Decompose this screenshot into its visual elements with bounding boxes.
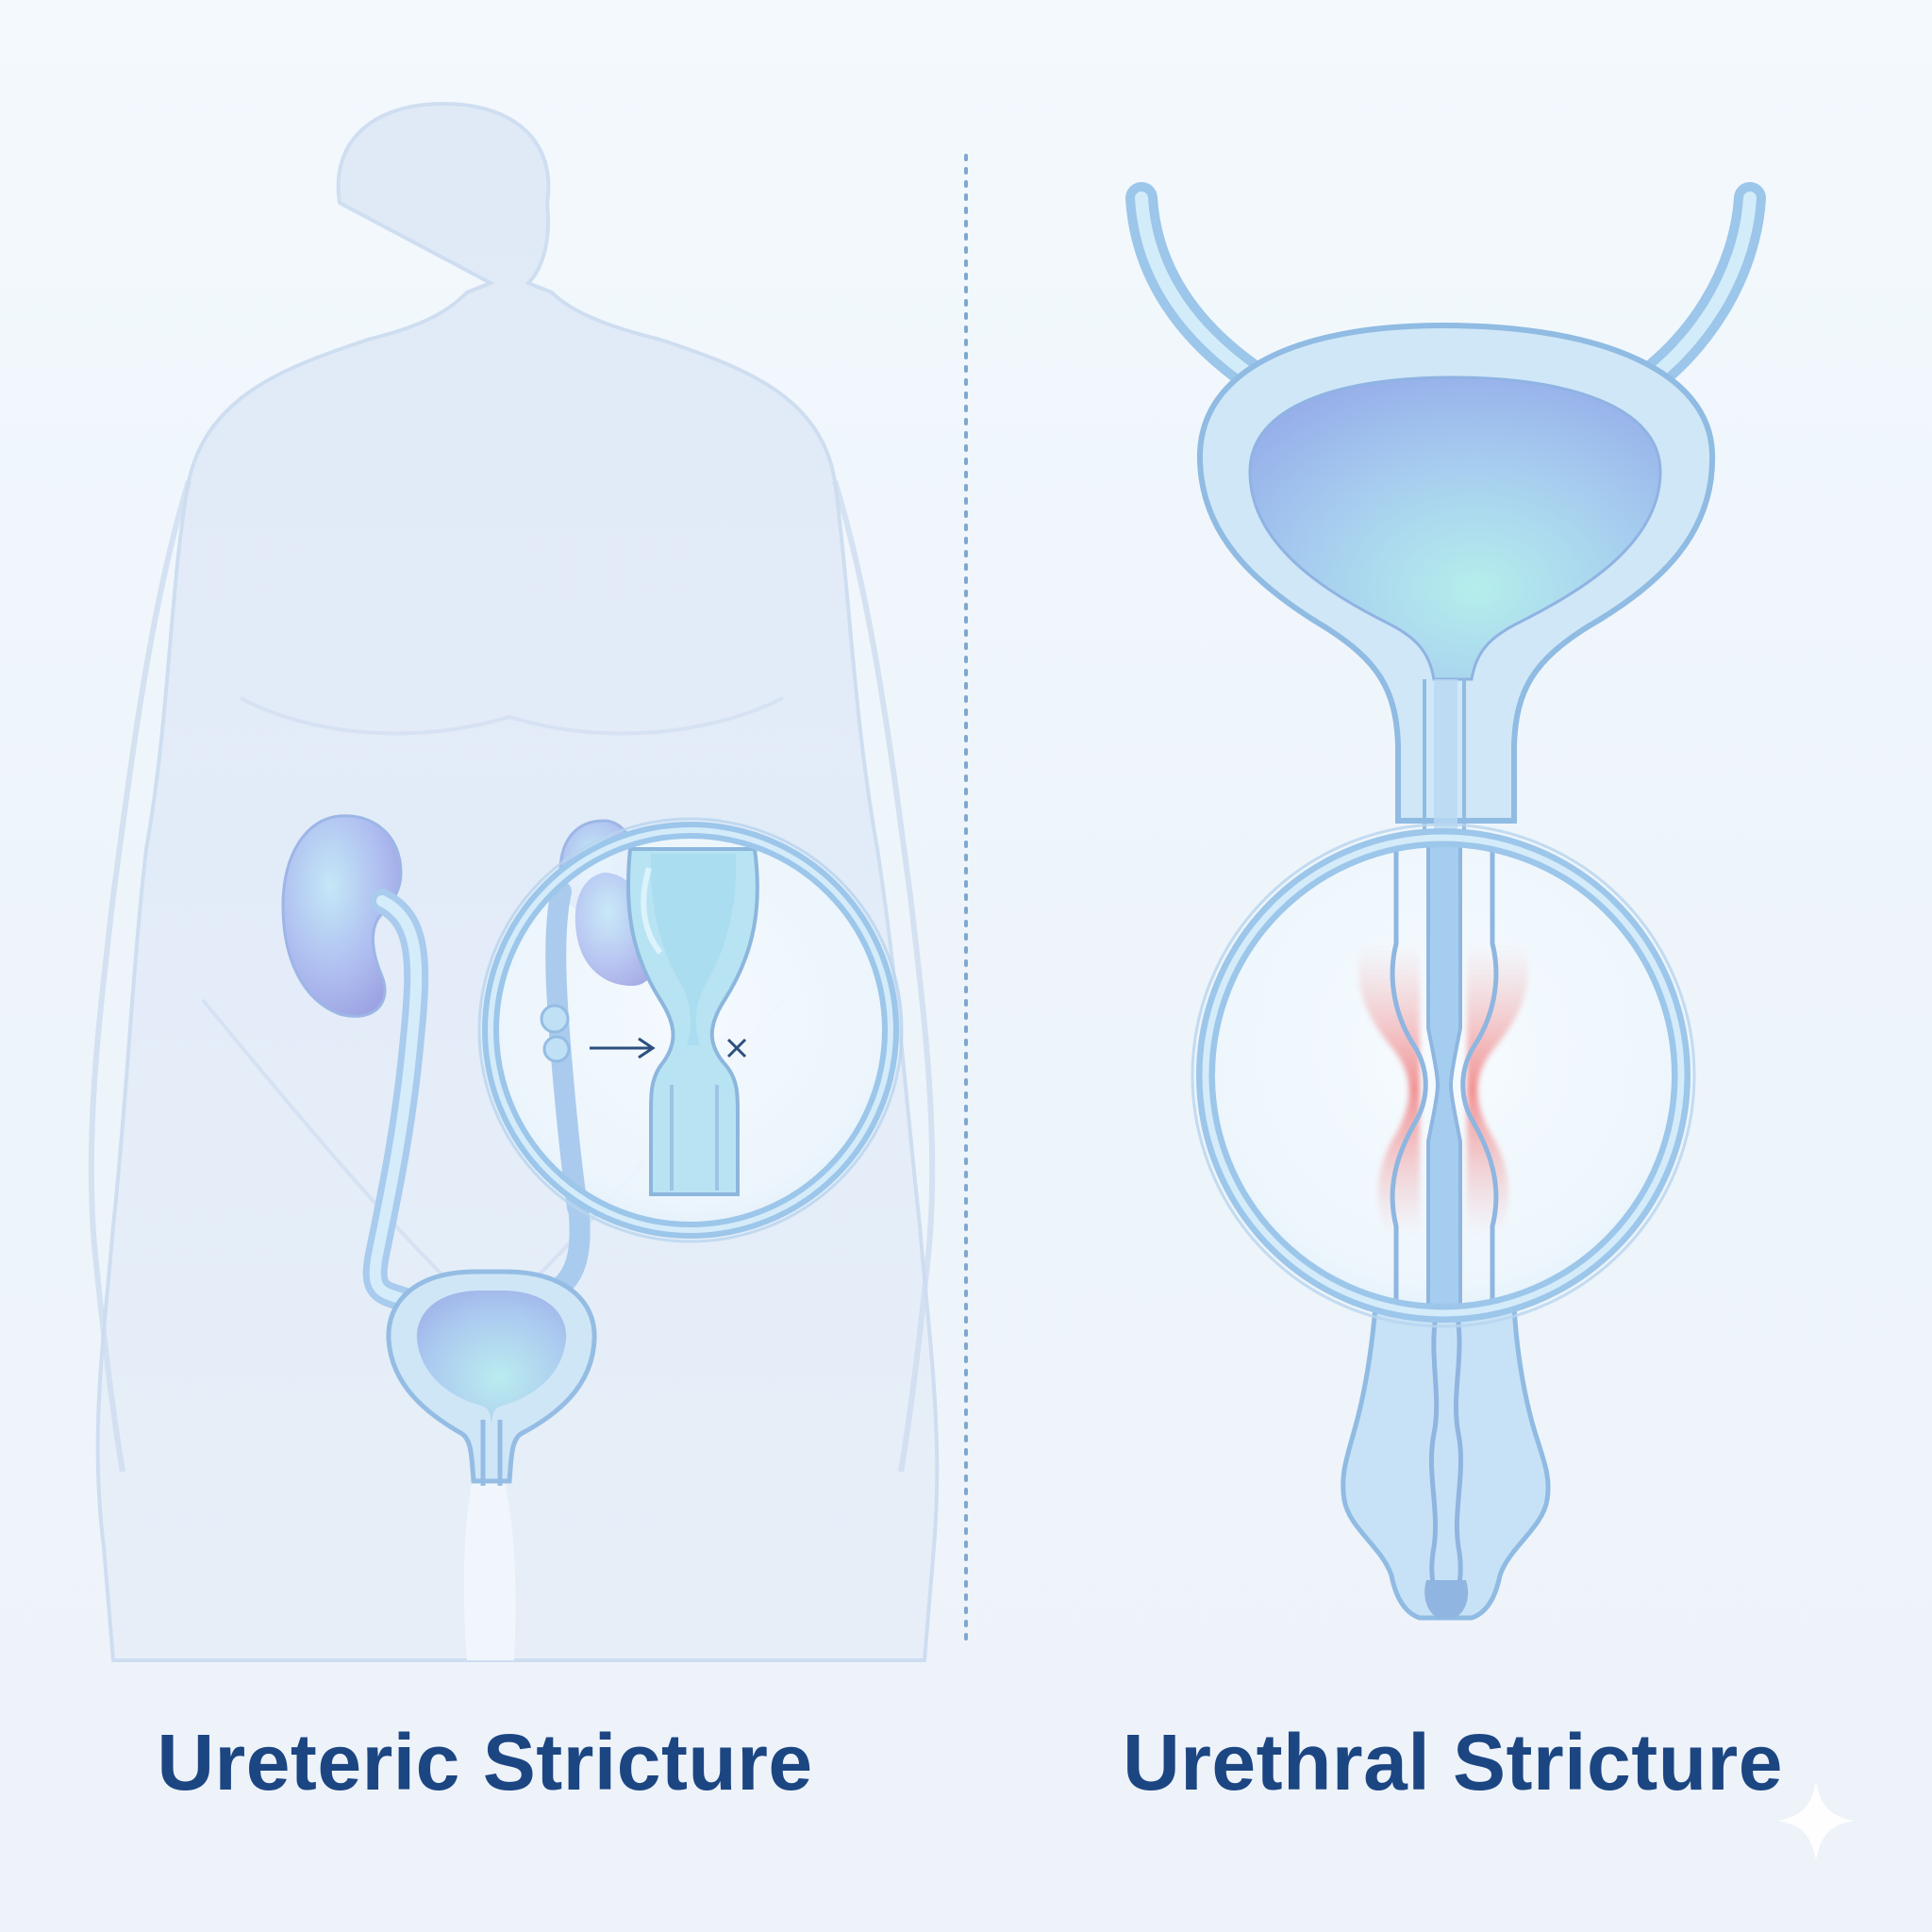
large-bladder bbox=[1196, 322, 1716, 830]
urethra-magnifier bbox=[1191, 823, 1696, 1328]
distal-urethra bbox=[1341, 1304, 1551, 1621]
body-silhouette bbox=[88, 101, 940, 1662]
urethral-stricture-label: Urethral Stricture bbox=[1123, 1718, 1783, 1807]
x-mark-icon bbox=[726, 1038, 747, 1058]
right-arrow-icon bbox=[590, 1037, 656, 1059]
sparkle-icon bbox=[1778, 1781, 1854, 1860]
ureteric-stricture-label: Ureteric Stricture bbox=[157, 1718, 813, 1807]
left-kidney bbox=[281, 814, 403, 1018]
small-bladder bbox=[386, 1269, 597, 1484]
ureter-magnifier bbox=[477, 817, 904, 1243]
